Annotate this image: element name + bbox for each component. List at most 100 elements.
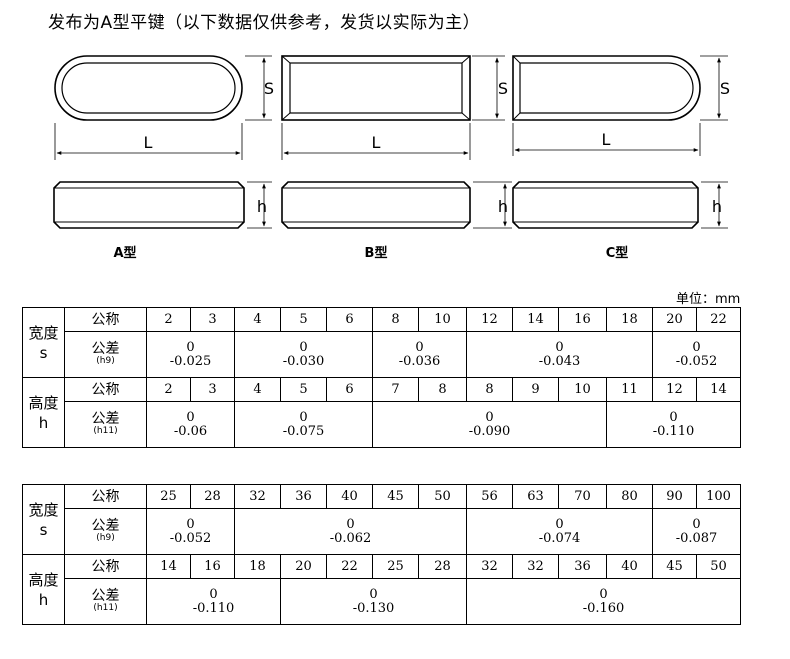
nominal-value: 32 — [466, 554, 513, 579]
tolerance-lower: -0.052 — [675, 353, 718, 369]
nominal-value: 4 — [234, 377, 281, 402]
nominal-value: 3 — [190, 377, 235, 402]
tolerance-value: 0-0.030 — [234, 331, 373, 378]
tolerance-upper: 0 — [186, 339, 195, 355]
tolerance-label: 公差(h9) — [64, 331, 147, 378]
nominal-value: 16 — [190, 554, 235, 579]
dim-s-a: S — [264, 79, 274, 98]
tolerance-label-text: 公差 — [91, 588, 120, 604]
nominal-value: 4 — [234, 307, 281, 332]
nominal-value: 20 — [280, 554, 327, 579]
tolerance-value: 0-0.087 — [652, 508, 741, 555]
tolerance-label: 公差(h11) — [64, 578, 147, 625]
nominal-value: 10 — [418, 307, 467, 332]
tolerance-value: 0-0.110 — [606, 401, 741, 448]
dim-l-b: L — [372, 133, 381, 152]
type-b-side-view — [281, 181, 471, 229]
type-b-top-view — [281, 55, 471, 121]
tolerance-value: 0-0.025 — [146, 331, 235, 378]
nominal-value: 3 — [190, 307, 235, 332]
tolerance-lower: -0.074 — [538, 530, 581, 546]
nominal-value: 8 — [372, 307, 419, 332]
tolerance-label-text: 公差 — [91, 411, 120, 427]
tolerance-lower: -0.160 — [582, 600, 625, 616]
width-label: 宽度 — [28, 500, 59, 519]
nominal-value: 11 — [606, 377, 653, 402]
tolerance-value: 0-0.06 — [146, 401, 235, 448]
nominal-value: 50 — [418, 484, 467, 509]
nominal-value: 9 — [512, 377, 559, 402]
tolerance-lower: -0.130 — [352, 600, 395, 616]
type-label-c: C型 — [606, 245, 629, 261]
tolerance-value: 0-0.075 — [234, 401, 373, 448]
dim-l-a: L — [144, 133, 153, 152]
dim-h-a: h — [257, 197, 267, 216]
nominal-value: 5 — [280, 307, 327, 332]
nominal-value: 16 — [558, 307, 607, 332]
nominal-value: 40 — [326, 484, 373, 509]
tolerance-lower: -0.062 — [329, 530, 372, 546]
nominal-value: 22 — [326, 554, 373, 579]
nominal-label: 公称 — [64, 554, 147, 579]
type-label-b: B型 — [365, 245, 388, 261]
tolerance-value: 0-0.052 — [652, 331, 741, 378]
tolerance-upper: 0 — [415, 339, 424, 355]
height-label: 高度 — [28, 570, 59, 589]
tolerance-value: 0-0.090 — [372, 401, 607, 448]
nominal-value: 6 — [326, 377, 373, 402]
tolerance-value: 0-0.110 — [146, 578, 281, 625]
nominal-value: 25 — [372, 554, 419, 579]
nominal-value: 90 — [652, 484, 697, 509]
nominal-label: 公称 — [64, 307, 147, 332]
tolerance-code: (h11) — [93, 603, 118, 613]
tolerance-label-text: 公差 — [91, 518, 120, 534]
tolerance-value: 0-0.074 — [466, 508, 653, 555]
tolerance-lower: -0.110 — [192, 600, 235, 616]
nominal-value: 28 — [190, 484, 235, 509]
nominal-value: 14 — [512, 307, 559, 332]
nominal-value: 12 — [652, 377, 697, 402]
tolerance-value: 0-0.052 — [146, 508, 235, 555]
nominal-value: 20 — [652, 307, 697, 332]
nominal-value: 70 — [558, 484, 607, 509]
nominal-value: 14 — [696, 377, 741, 402]
dim-s-b: S — [498, 79, 508, 98]
type-a-side-view — [53, 181, 245, 229]
nominal-value: 56 — [466, 484, 513, 509]
tolerance-code: (h9) — [96, 533, 115, 543]
nominal-value: 25 — [146, 484, 191, 509]
dim-h-c: h — [712, 197, 722, 216]
tolerance-code: (h11) — [93, 426, 118, 436]
tolerance-upper: 0 — [555, 339, 564, 355]
nominal-value: 32 — [234, 484, 281, 509]
width-symbol: s — [39, 520, 48, 539]
tolerance-upper: 0 — [599, 586, 608, 602]
tolerance-upper: 0 — [299, 409, 308, 425]
nominal-value: 2 — [146, 307, 191, 332]
height-symbol: h — [38, 413, 49, 432]
tolerance-lower: -0.06 — [173, 423, 208, 439]
tolerance-code: (h9) — [96, 356, 115, 366]
nominal-value: 80 — [606, 484, 653, 509]
tolerance-lower: -0.043 — [538, 353, 581, 369]
nominal-value: 18 — [234, 554, 281, 579]
type-label-a: A型 — [113, 245, 136, 261]
tolerance-label: 公差(h11) — [64, 401, 147, 448]
tolerance-lower: -0.052 — [169, 530, 212, 546]
nominal-value: 14 — [146, 554, 191, 579]
tolerance-value: 0-0.036 — [372, 331, 467, 378]
height-symbol: h — [38, 590, 49, 609]
dimension-lines — [54, 55, 728, 229]
nominal-value: 36 — [558, 554, 607, 579]
key-drawings: S S S L L L h h h A型 B型 C型 — [53, 55, 730, 261]
